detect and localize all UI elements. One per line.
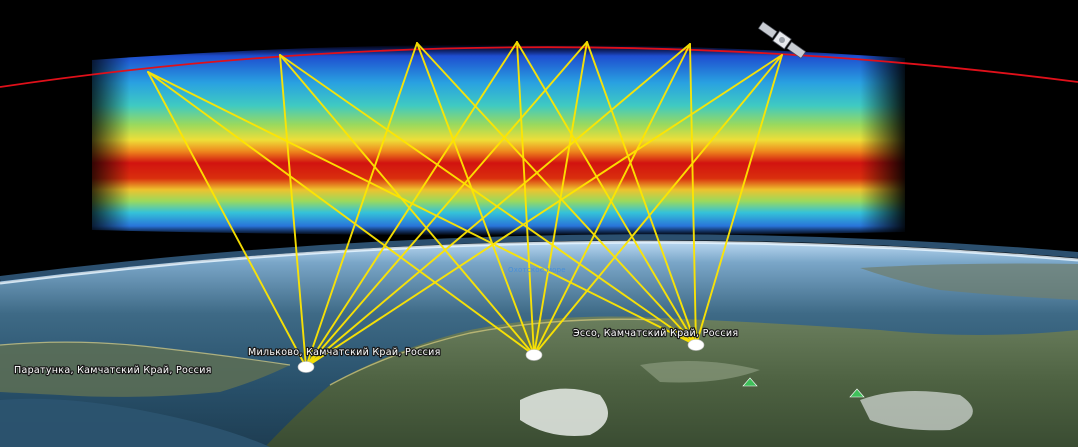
ray-path: [305, 41, 588, 368]
satellite-icon: [757, 21, 807, 59]
ray-path: [305, 42, 418, 368]
ray-path: [305, 41, 518, 368]
ray-path: [147, 71, 535, 356]
ray-path: [516, 41, 535, 356]
ray-path: [533, 41, 588, 356]
mountain-peak-icon: [742, 377, 865, 398]
ray-path: [147, 71, 307, 368]
ray-path: [533, 43, 691, 356]
station-label-milkovo: Мильково, Камчатский Край, Россия: [248, 347, 441, 358]
station-label-shadow: Мильково, Камчатский Край, Россия: [248, 347, 441, 358]
ground-station-marker-icon: [687, 339, 705, 351]
ray-path: [147, 71, 697, 346]
station-label-shadow: Паратунка, Камчатский Край, Россия: [14, 365, 212, 376]
ray-path: [416, 42, 697, 346]
ground-station-marker-icon: [297, 361, 315, 373]
ground-station-paratunka[interactable]: Паратунка, Камчатский Край, Россия Парат…: [13, 361, 315, 377]
ray-path: [689, 43, 697, 346]
sea-label: Охотское море: [508, 266, 566, 274]
station-label-esso: Эссо, Камчатский Край, Россия: [573, 328, 738, 339]
ground-station-esso[interactable]: Эссо, Камчатский Край, Россия Эссо, Камч…: [572, 327, 739, 351]
ray-path: [586, 41, 697, 346]
ray-path: [305, 43, 691, 368]
ray-path: [695, 54, 783, 346]
ray-path: [279, 54, 697, 346]
ray-path: [516, 41, 697, 346]
ground-station-marker-icon: [525, 349, 543, 361]
station-label-shadow: Эссо, Камчатский Край, Россия: [573, 328, 738, 339]
radio-ray-paths: [147, 41, 783, 368]
ray-path: [279, 54, 535, 356]
ray-path: [279, 54, 307, 368]
ground-station-milkovo[interactable]: Мильково, Камчатский Край, Россия Милько…: [247, 346, 543, 361]
electron-density-heatmap: [92, 44, 905, 236]
ray-path: [416, 42, 535, 356]
station-label-paratunka: Паратунка, Камчатский Край, Россия: [14, 365, 212, 376]
ray-path: [533, 54, 783, 356]
satellite-orbit-track: [0, 46, 1078, 88]
ray-path: [305, 54, 783, 368]
